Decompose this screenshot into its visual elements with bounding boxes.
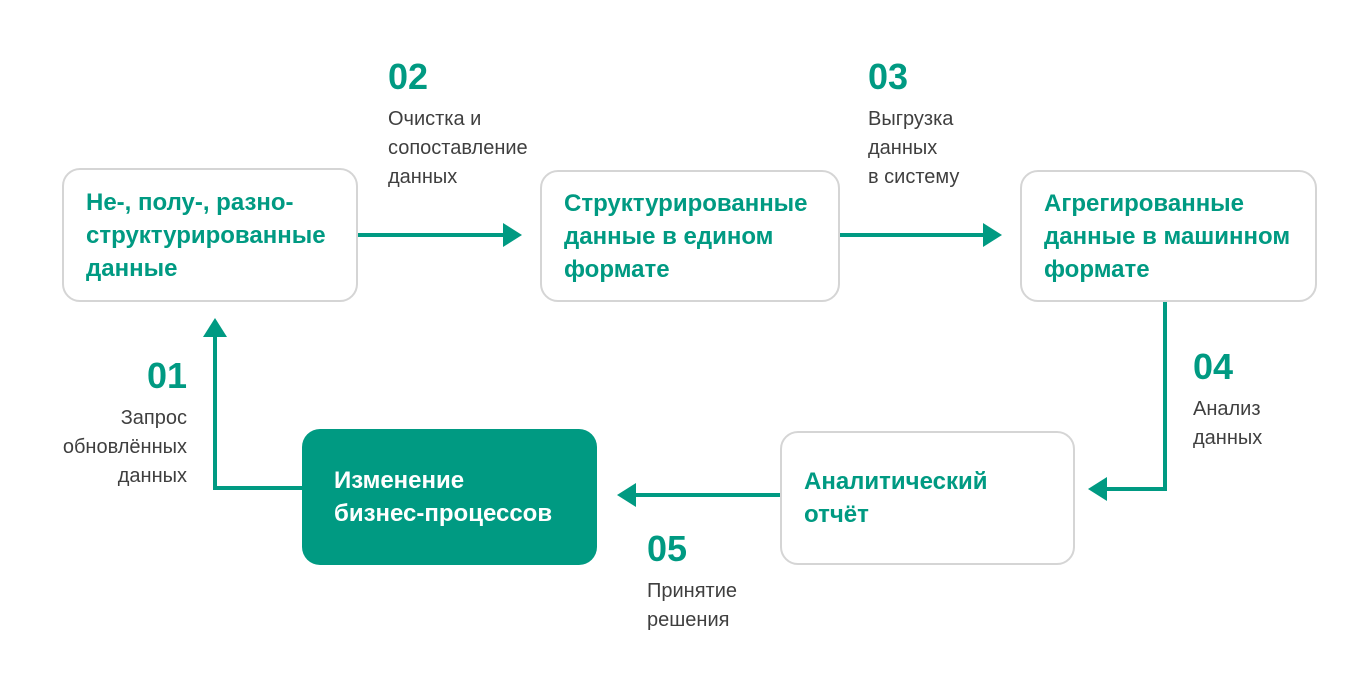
node-unstructured-data-label: Не-, полу-, разно- структурированные дан…: [86, 188, 326, 282]
step-04-text: Анализ данных: [1193, 398, 1263, 449]
step-03-text: Выгрузка данных в систему: [868, 108, 960, 188]
step-05-number: 05: [647, 528, 688, 569]
step-01: 01 Запрос обновлённых данных: [40, 358, 187, 491]
node-analytical-report-label: Аналитический отчёт: [804, 468, 988, 528]
arrow-step-01-head-icon: [203, 318, 227, 337]
node-structured-data-label: Структурированные данные в едином формат…: [564, 189, 808, 283]
node-unstructured-data: Не-, полу-, разно- структурированные дан…: [62, 168, 358, 302]
arrow-step-01-vertical: [213, 336, 217, 490]
arrow-step-04-horizontal: [1107, 487, 1167, 491]
step-02-number: 02: [388, 56, 429, 97]
node-aggregated-data-label: Агрегированные данные в машинном формате: [1044, 189, 1291, 283]
node-analytical-report: Аналитический отчёт: [780, 431, 1075, 565]
step-05: 05 Принятие решения: [647, 531, 737, 635]
node-business-process-change: Изменение бизнес-процессов: [302, 429, 597, 565]
arrow-step-02-shaft: [358, 233, 505, 237]
step-02-text: Очистка и сопоставление данных: [388, 108, 528, 188]
step-01-text: Запрос обновлённых данных: [62, 407, 187, 487]
step-03-number: 03: [868, 56, 909, 97]
node-business-process-change-label: Изменение бизнес-процессов: [334, 467, 553, 527]
arrow-step-04-head-icon: [1088, 477, 1107, 501]
step-04: 04 Анализ данных: [1193, 349, 1262, 453]
step-03: 03 Выгрузка данных в систему: [868, 59, 959, 192]
arrow-step-01-horizontal: [213, 486, 302, 490]
step-05-text: Принятие решения: [647, 580, 737, 631]
step-01-number: 01: [146, 355, 187, 396]
step-04-number: 04: [1193, 346, 1234, 387]
node-aggregated-data: Агрегированные данные в машинном формате: [1020, 170, 1317, 302]
arrow-step-03-head-icon: [983, 223, 1002, 247]
step-02: 02 Очистка и сопоставление данных: [388, 59, 528, 192]
arrow-step-05-head-icon: [617, 483, 636, 507]
arrow-step-02-head-icon: [503, 223, 522, 247]
arrow-step-03-shaft: [840, 233, 985, 237]
node-structured-data: Структурированные данные в едином формат…: [540, 170, 840, 302]
arrow-step-05-shaft: [636, 493, 780, 497]
arrow-step-04-vertical: [1163, 302, 1167, 491]
